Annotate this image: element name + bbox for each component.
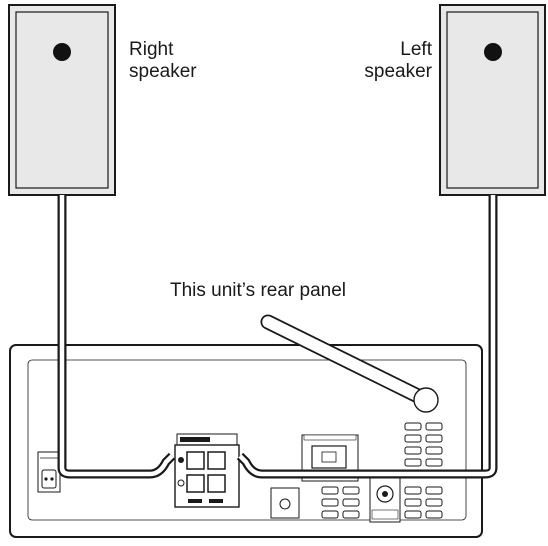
vent-slots [321,422,443,519]
left-speaker-label-line1: Left [400,39,432,60]
left-speaker-cable [236,195,498,479]
left-speaker [439,4,546,196]
right-speaker-driver-icon [53,43,71,61]
right-speaker-label: Right speaker [129,39,197,83]
rear-panel [9,344,483,538]
power-inlet-icon [37,451,61,493]
antenna-icon [260,314,439,413]
right-speaker-cable [57,195,176,479]
left-speaker-label-line2: speaker [364,61,432,82]
right-speaker-label-line1: Right [129,39,174,60]
coax-jack-icon [369,477,401,523]
speaker-terminal-icon [174,433,240,508]
left-speaker-driver-icon [484,43,502,61]
right-speaker-label-line2: speaker [129,61,197,82]
rear-panel-label: This unit’s rear panel [170,280,347,301]
right-speaker [8,4,116,196]
left-speaker-label: Left speaker [360,39,432,83]
square-connector-icon [270,487,300,519]
